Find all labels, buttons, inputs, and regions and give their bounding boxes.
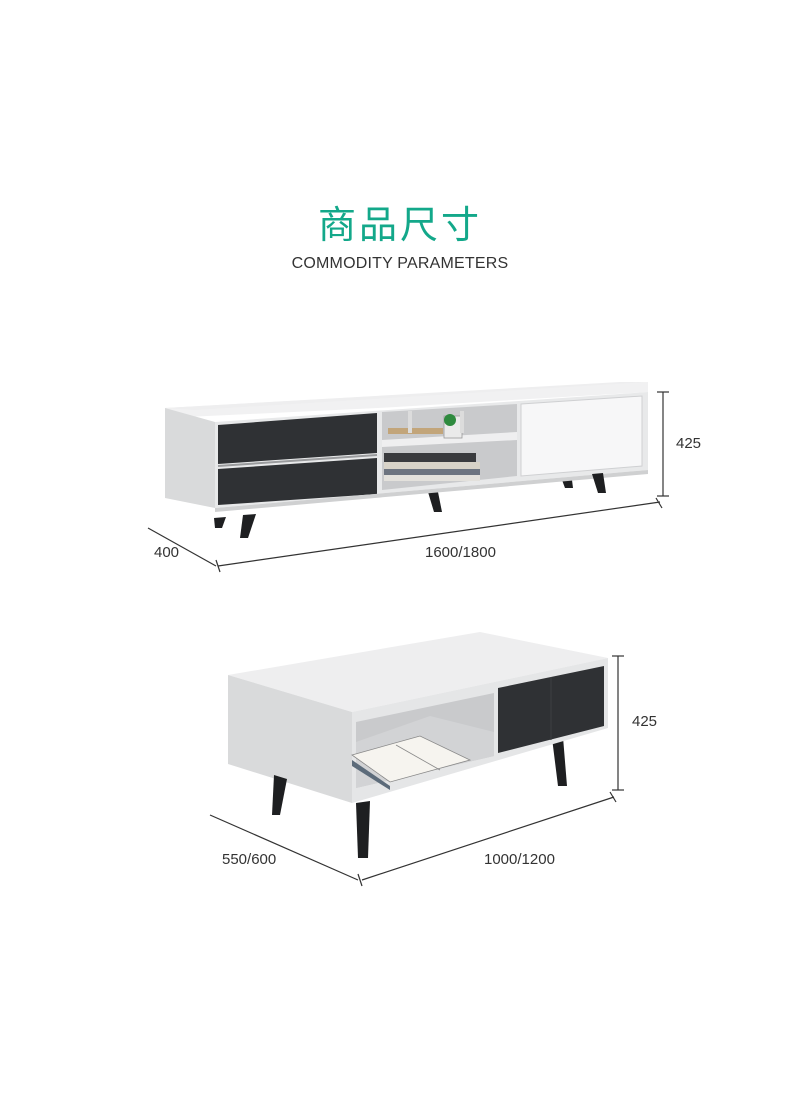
tv-width-label: 1600/1800 (425, 544, 496, 561)
tv-cabinet-illustration (165, 382, 648, 538)
coffee-table-illustration (228, 632, 608, 858)
page-title-cn: 商品尺寸 (317, 203, 482, 247)
table-height-label: 425 (632, 713, 658, 730)
tv-dimension-lines (147, 391, 669, 573)
page-title-en: COMMODITY PARAMETERS (291, 255, 509, 272)
table-depth-label: 550/600 (222, 851, 277, 868)
tv-depth-label: 400 (154, 544, 180, 561)
tv-height-label: 425 (676, 435, 702, 452)
table-width-label: 1000/1200 (484, 851, 555, 868)
coffee-table-dimension-lines (209, 655, 624, 887)
